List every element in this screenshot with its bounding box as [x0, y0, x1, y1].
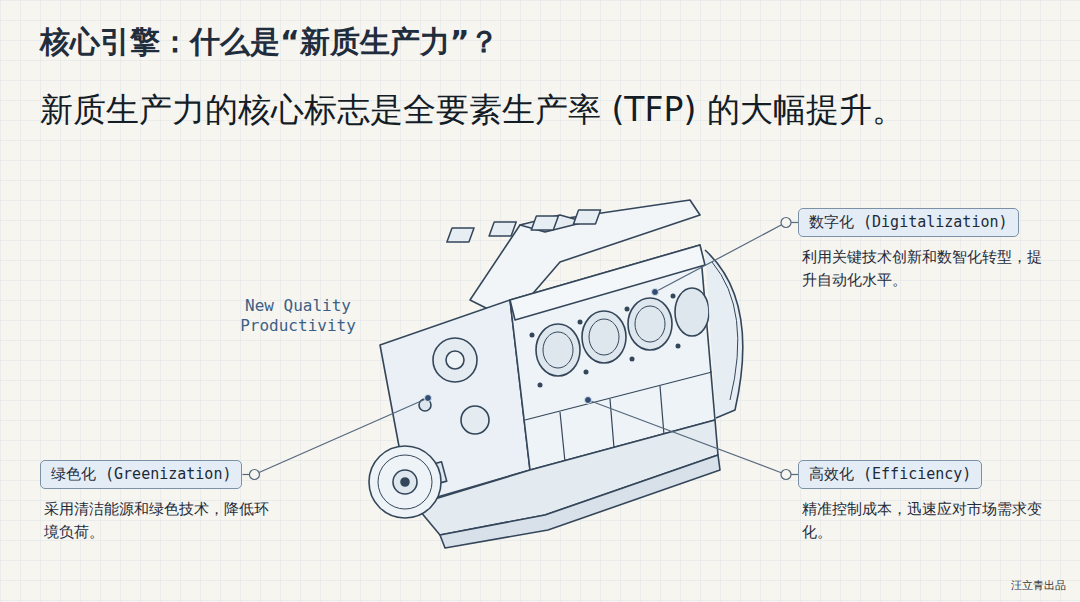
heading-box: 高效化 (Efficiency)	[798, 460, 982, 489]
callout-body: 精准控制成本，迅速应对市场需求变化。	[802, 498, 1048, 545]
watermark: 汪立青出品	[1011, 578, 1066, 593]
callout: 高效化 (Efficiency) 精准控制成本，迅速应对市场需求变化。	[798, 460, 1048, 545]
leader-ring	[781, 218, 791, 228]
callout-heading: 高效化 (Efficiency)	[798, 460, 1048, 489]
leader-ring	[249, 470, 259, 480]
callout: 绿色化 (Greenization) 采用清洁能源和绿色技术，降低环境负荷。	[40, 460, 280, 545]
callout-body: 采用清洁能源和绿色技术，降低环境负荷。	[44, 498, 280, 545]
leader-stub	[791, 222, 798, 223]
anchor-dot	[652, 289, 659, 296]
callout-body: 利用关键技术创新和数智化转型，提升自动化水平。	[802, 246, 1048, 293]
subtitle: 新质生产力的核心标志是全要素生产率 (TFP) 的大幅提升。	[40, 88, 905, 133]
page-title: 核心引擎：什么是“新质生产力”？	[40, 22, 499, 63]
callout-heading: 绿色化 (Greenization)	[40, 460, 280, 489]
leader-lines	[242, 218, 798, 480]
anchor-dot	[585, 397, 592, 404]
illustration-label: New Quality Productivity	[218, 296, 378, 336]
leader-line	[259, 398, 428, 472]
anchor-dot	[425, 395, 432, 402]
leader-line	[655, 225, 782, 292]
leader-stub	[791, 474, 798, 475]
heading-box: 绿色化 (Greenization)	[40, 460, 242, 489]
engine-illustration	[369, 200, 743, 548]
callout-heading: 数字化 (Digitalization)	[798, 208, 1048, 237]
leader-stub	[242, 474, 249, 475]
leader-line	[588, 400, 781, 473]
heading-box: 数字化 (Digitalization)	[798, 208, 1019, 237]
callout: 数字化 (Digitalization) 利用关键技术创新和数智化转型，提升自动化…	[798, 208, 1048, 293]
leader-ring	[781, 470, 791, 480]
